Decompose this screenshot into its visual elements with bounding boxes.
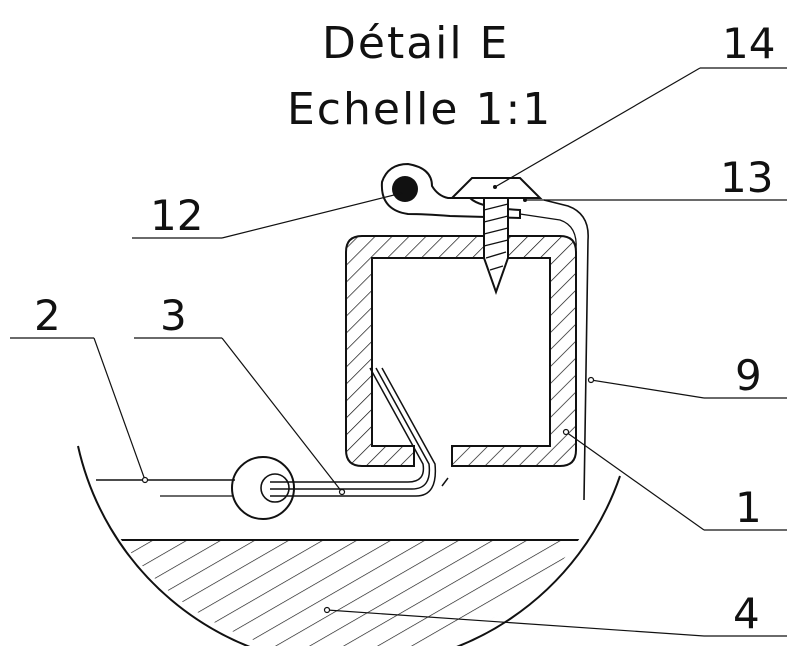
square-profile [345, 235, 577, 467]
cable [270, 367, 449, 497]
eyelet-ring [231, 456, 295, 520]
base-section [68, 539, 632, 646]
callout-14: 14 [722, 19, 775, 68]
callout-9: 9 [735, 351, 762, 400]
leader-4 [326, 609, 705, 637]
detail-circle-left-arc [77, 445, 621, 646]
sheet-profile [543, 199, 589, 501]
leader-9 [590, 379, 705, 399]
leader-2 [93, 337, 146, 481]
callout-12: 12 [150, 191, 203, 240]
leader-1 [565, 431, 705, 531]
leader-3 [221, 337, 343, 493]
pin [392, 176, 418, 202]
leader-dots [141, 376, 595, 614]
sheet-profile-inner [519, 213, 577, 251]
scale-label: Echelle 1:1 [287, 84, 552, 135]
leader-12 [221, 192, 403, 239]
callout-2: 2 [34, 291, 61, 340]
callout-13: 13 [720, 153, 773, 202]
detail-title: Détail E [322, 18, 509, 69]
callout-3: 3 [160, 291, 187, 340]
leader-14 [494, 67, 701, 188]
callout-4: 4 [733, 589, 760, 638]
screw [449, 177, 543, 296]
callout-1: 1 [735, 483, 762, 532]
